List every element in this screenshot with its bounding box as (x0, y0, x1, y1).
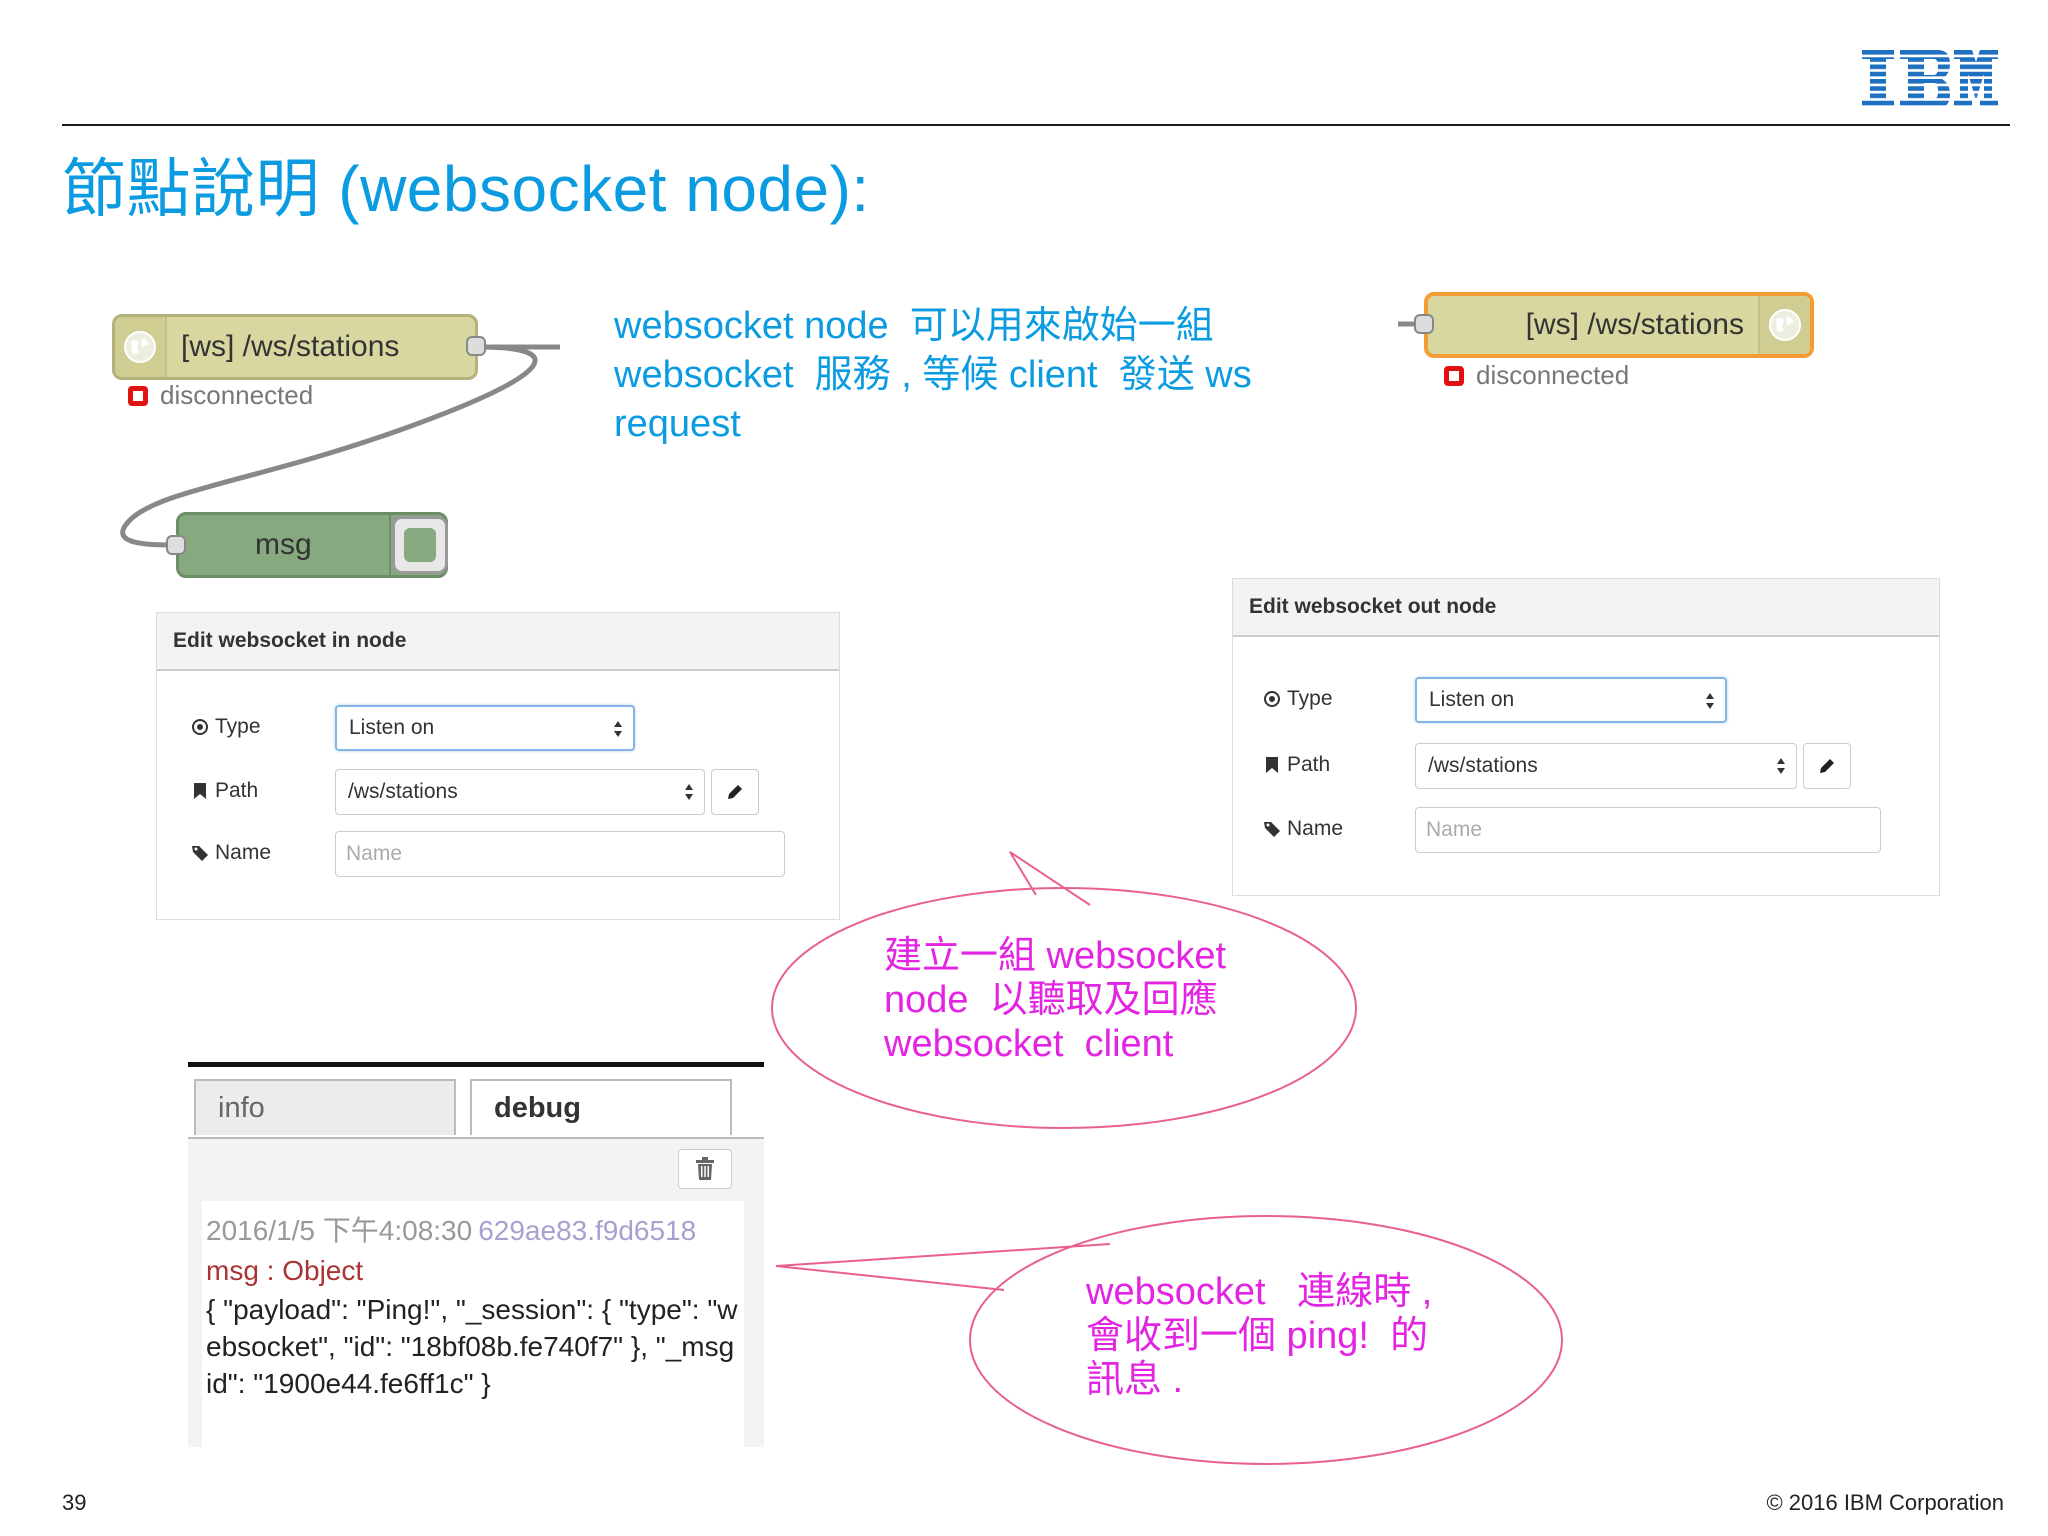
edit-websocket-in-panel: Edit websocket in node Type Listen on Pa… (156, 612, 840, 920)
type-select[interactable]: Listen on (335, 705, 635, 751)
edit-websocket-out-panel: Edit websocket out node Type Listen on P… (1232, 578, 1940, 896)
callout-line: websocket client (884, 1023, 1174, 1065)
select-arrows-icon (614, 721, 622, 737)
websocket-out-node[interactable]: [ws] /ws/stations (1424, 292, 1814, 358)
globe-icon (115, 317, 167, 377)
name-label: Name (1287, 817, 1344, 840)
type-label: Type (1287, 687, 1333, 710)
path-select[interactable]: /ws/stations (335, 769, 705, 815)
status-disconnected-icon (1444, 366, 1464, 386)
clear-debug-button[interactable] (678, 1149, 732, 1189)
callout-1-text: 建立一組 websocket node 以聽取及回應 websocket cli… (884, 934, 1226, 1066)
panel-title: Edit websocket out node (1233, 579, 1939, 637)
ibm-logo (1862, 50, 1998, 108)
debug-topic: msg : Object (206, 1255, 364, 1286)
page-number: 39 (62, 1490, 87, 1515)
description-text: websocket node 可以用來啟始一組 websocket 服務 , 等… (614, 302, 1252, 449)
header-divider (62, 124, 2010, 126)
path-select-value: /ws/stations (1428, 754, 1538, 777)
edit-path-button[interactable] (1803, 743, 1851, 789)
ws-out-node-label: [ws] /ws/stations (1525, 308, 1744, 341)
websocket-in-node[interactable]: [ws] /ws/stations (112, 314, 478, 380)
panel-title: Edit websocket in node (157, 613, 839, 671)
bookmark-icon (1266, 757, 1278, 773)
callout-line: 建立一組 websocket (884, 935, 1227, 977)
type-select[interactable]: Listen on (1415, 677, 1727, 723)
description-line: request (614, 403, 741, 445)
type-row: Type Listen on (157, 705, 839, 751)
dot-circle-icon (1264, 691, 1280, 707)
callout-line: 會收到一個 ping! 的 (1086, 1315, 1429, 1357)
ws-in-status-text: disconnected (160, 380, 314, 410)
select-arrows-icon (1706, 693, 1714, 709)
debug-timestamp: 2016/1/5 下午4:08:30 (206, 1215, 473, 1246)
pencil-icon (728, 785, 742, 799)
description-line: websocket node 可以用來啟始一組 (614, 305, 1214, 347)
ws-out-status-text: disconnected (1476, 360, 1630, 390)
tag-icon (1264, 822, 1280, 837)
type-select-value: Listen on (349, 716, 435, 739)
callout-2-text: websocket 連線時 , 會收到一個 ping! 的 訊息 . (1086, 1270, 1432, 1402)
slide-title: 節點說明 (websocket node): (62, 153, 870, 225)
name-row: Name (157, 831, 839, 877)
ws-out-input-port[interactable] (1414, 314, 1434, 334)
status-disconnected-icon (128, 386, 148, 406)
msg-node-label: msg (255, 528, 312, 561)
globe-icon (1758, 296, 1810, 354)
ws-in-node-label: [ws] /ws/stations (181, 330, 400, 363)
callout-line: 訊息 . (1086, 1359, 1184, 1401)
tab-info[interactable]: info (194, 1079, 456, 1135)
dot-circle-icon (192, 719, 208, 735)
path-select-value: /ws/stations (348, 780, 458, 803)
type-label: Type (215, 715, 261, 738)
name-input[interactable] (335, 831, 785, 877)
path-label: Path (1287, 753, 1331, 776)
type-row: Type Listen on (1233, 677, 1939, 723)
tag-icon (192, 846, 208, 861)
path-row: Path /ws/stations (1233, 743, 1939, 789)
debug-payload: { "payload": "Ping!", "_session": { "typ… (206, 1294, 738, 1399)
name-input[interactable] (1415, 807, 1881, 853)
pencil-icon (1820, 759, 1834, 773)
callout-line: websocket 連線時 , (1086, 1271, 1433, 1313)
ws-in-output-port[interactable] (466, 336, 486, 356)
debug-toggle-button[interactable] (392, 516, 448, 574)
path-select[interactable]: /ws/stations (1415, 743, 1797, 789)
callout-line: node 以聽取及回應 (884, 979, 1218, 1021)
edit-path-button[interactable] (711, 769, 759, 815)
description-line: websocket 服務 , 等候 client 發送 ws (614, 354, 1252, 396)
bookmark-icon (194, 783, 206, 799)
type-select-value: Listen on (1429, 688, 1515, 711)
name-row: Name (1233, 807, 1939, 853)
copyright: © 2016 IBM Corporation (1766, 1490, 2004, 1515)
select-arrows-icon (1777, 758, 1785, 774)
msg-input-port[interactable] (166, 535, 186, 555)
trash-icon (696, 1157, 714, 1180)
path-row: Path /ws/stations (157, 769, 839, 815)
debug-node-id[interactable]: 629ae83.f9d6518 (478, 1215, 697, 1246)
tab-debug[interactable]: debug (470, 1079, 732, 1135)
name-label: Name (215, 841, 272, 864)
select-arrows-icon (685, 784, 693, 800)
path-label: Path (215, 779, 259, 802)
